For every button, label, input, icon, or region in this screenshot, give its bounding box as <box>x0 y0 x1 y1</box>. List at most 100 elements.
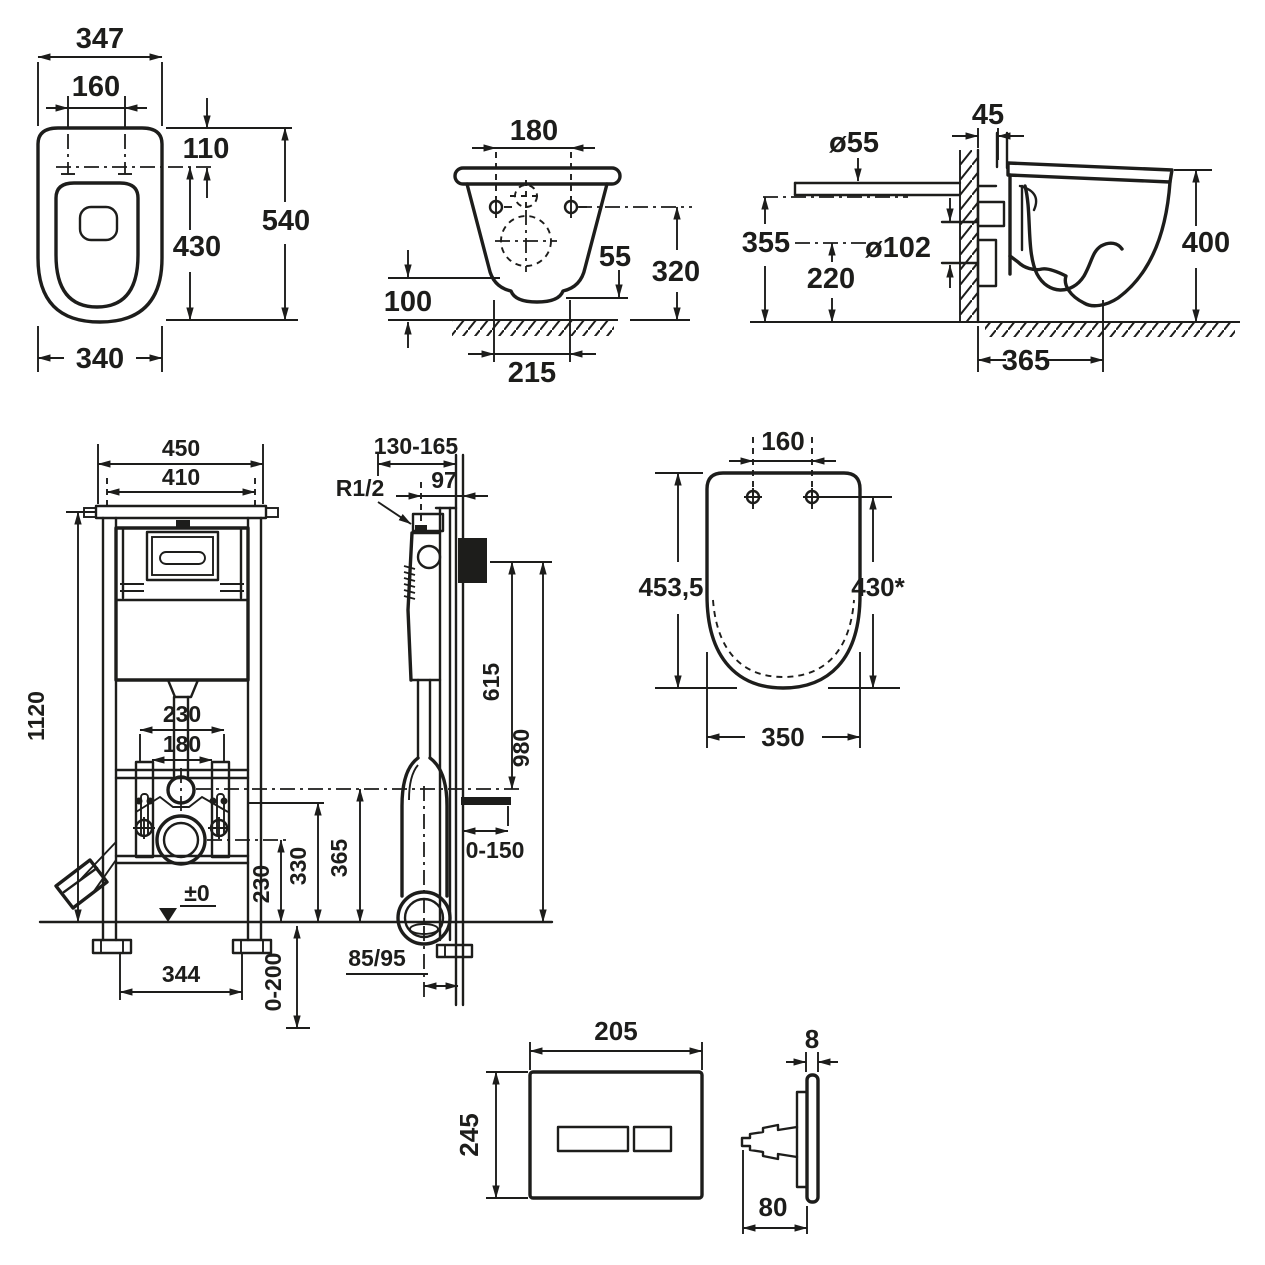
dim-45: 45 <box>952 99 1024 160</box>
dim-label: 220 <box>807 263 855 295</box>
dim-label: 97 <box>431 467 457 493</box>
view-flush-plate-front: 205 245 <box>454 1016 704 1200</box>
trapway <box>1023 184 1124 292</box>
dim-350: 350 <box>706 652 861 752</box>
mounting-flange <box>795 1090 809 1189</box>
dim-230-height: 230 <box>248 839 285 923</box>
dim-label: 355 <box>742 227 790 259</box>
dim-label: 130-165 <box>374 433 459 459</box>
bowl-outline <box>36 126 164 324</box>
dim-label: 0-150 <box>466 837 525 863</box>
flush-outlet <box>78 205 119 242</box>
dim-0-150: 0-150 <box>462 827 525 863</box>
dim-diam55: ø55 <box>829 127 879 182</box>
dim-215: 215 <box>468 300 596 389</box>
flush-plate-edge <box>458 538 487 583</box>
dim-label: 160 <box>72 71 120 103</box>
dim-label: 615 <box>478 663 504 702</box>
dim-label: 365 <box>1002 345 1050 377</box>
dim-430: 430 <box>166 166 298 321</box>
dim-label: 453,5 <box>638 572 703 602</box>
view-bowl-side: 45 ø55 ø102 355 220 400 365 <box>742 99 1240 377</box>
dim-label: 245 <box>454 1113 484 1156</box>
dim-label: R1/2 <box>336 475 385 501</box>
dim-453-5: 453,5 <box>638 472 737 689</box>
bowl-rim <box>453 166 622 186</box>
plate-edge <box>805 1073 820 1204</box>
dim-label: 110 <box>183 133 230 165</box>
seat-inner-edge <box>712 599 855 678</box>
dim-97: 97 <box>396 467 488 523</box>
dim-label: 8 <box>805 1024 819 1054</box>
dim-347: 347 <box>37 23 163 126</box>
dim-label: 0-200 <box>260 953 286 1012</box>
dim-400: 400 <box>1174 169 1230 323</box>
drain-port <box>155 814 207 866</box>
cistern <box>114 526 250 682</box>
dim-label: 430* <box>851 572 905 602</box>
dim-label: 330 <box>285 847 311 885</box>
dim-8: 8 <box>786 1024 838 1072</box>
dim-220: 220 <box>807 242 855 323</box>
level-mark: ±0 <box>159 880 216 922</box>
plate-body <box>528 1070 704 1200</box>
dim-label: 205 <box>594 1016 637 1046</box>
drain-bend <box>400 756 420 898</box>
dim-85-95: 85/95 <box>346 945 459 990</box>
dim-80: 80 <box>742 1150 808 1234</box>
dim-label: ø55 <box>829 127 879 159</box>
view-bowl-top: 347 160 110 430 540 340 <box>36 23 310 375</box>
dim-label: 540 <box>262 205 310 237</box>
dim-label: 55 <box>599 241 631 273</box>
dim-0-200: 0-200 <box>260 925 310 1029</box>
dim-label: 347 <box>76 23 124 55</box>
dim-label: 1120 <box>23 691 49 741</box>
dim-label: 430 <box>173 231 221 263</box>
dim-355: 355 <box>742 196 790 323</box>
water-connection <box>415 525 427 534</box>
dim-160-seat: 160 <box>729 426 836 465</box>
dim-label: 350 <box>761 722 804 752</box>
dim-label: 45 <box>972 99 1004 131</box>
view-bowl-front: 180 55 320 100 215 <box>384 115 700 389</box>
bowl-profile <box>1008 180 1172 308</box>
dim-label: 85/95 <box>348 945 406 971</box>
dim-label: 980 <box>508 729 534 767</box>
dim-label: 344 <box>162 961 201 987</box>
dim-label: 80 <box>759 1192 788 1222</box>
floor-hatch <box>985 323 1235 337</box>
dim-label: 410 <box>162 464 200 490</box>
dim-label: 215 <box>508 357 556 389</box>
flush-unit <box>145 530 220 582</box>
wall-hatch <box>960 150 978 322</box>
callout-r12: R1/2 <box>336 475 412 525</box>
support-bracket <box>461 797 511 805</box>
dim-diam102: ø102 <box>865 198 954 288</box>
dim-label: ø102 <box>865 232 931 264</box>
dim-label: 180 <box>510 115 558 147</box>
dim-320: 320 <box>630 206 700 321</box>
dim-label: 100 <box>384 286 432 318</box>
view-frame-front: ±0 450 410 1120 230 180 230 330 365 344 <box>23 435 554 1029</box>
dim-label: ±0 <box>184 880 209 906</box>
dim-410: 410 <box>106 464 256 506</box>
dim-230-width: 230 <box>139 701 225 762</box>
dim-1120: 1120 <box>23 511 96 923</box>
dim-344: 344 <box>119 953 243 1000</box>
seat-outline <box>705 471 862 690</box>
dim-label: 160 <box>761 426 804 456</box>
dim-615: 615 <box>478 561 516 790</box>
dim-450: 450 <box>97 435 264 504</box>
dim-180: 180 <box>472 115 595 198</box>
dim-label: 365 <box>326 839 352 878</box>
dim-330-height: 330 <box>285 802 322 923</box>
dim-label: 320 <box>652 256 700 288</box>
dim-label: 340 <box>76 343 124 375</box>
view-frame-side: 130-165 R1/2 97 615 980 0-150 85/95 <box>336 433 552 1007</box>
dim-365-height: 365 <box>326 788 364 923</box>
dim-100: 100 <box>384 250 432 348</box>
dim-980: 980 <box>508 561 547 923</box>
rim-profile <box>1006 161 1174 184</box>
